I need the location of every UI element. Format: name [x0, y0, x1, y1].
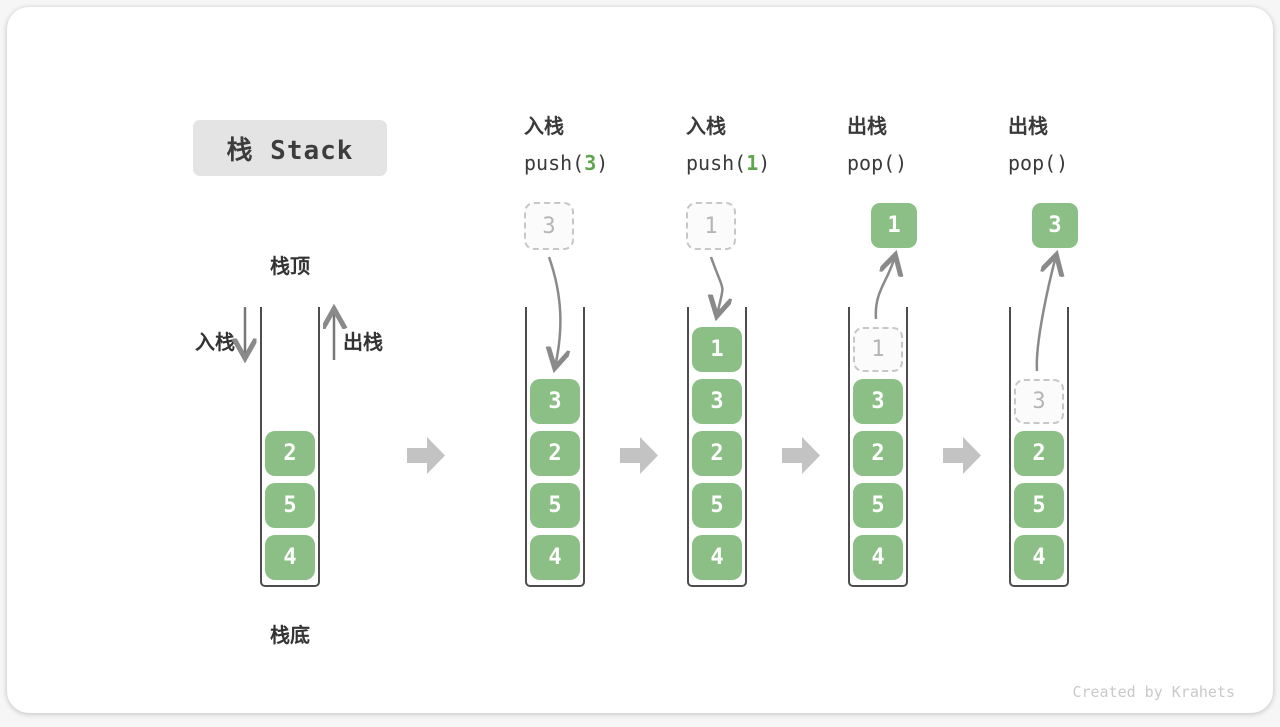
stack-item: 5 — [1014, 483, 1064, 528]
next-step-arrow-icon — [620, 437, 658, 474]
operation-code: push(1) — [686, 151, 771, 175]
stack-item: 3 — [530, 379, 580, 424]
operation-arg: 3 — [584, 151, 597, 175]
next-step-arrow-icon — [406, 437, 445, 474]
stack-item: 2 — [853, 431, 903, 476]
operation-label: 入栈 push(1) — [686, 109, 846, 181]
stack-item: 4 — [530, 535, 580, 580]
stack-item: 4 — [692, 535, 742, 580]
operation-label: 出栈 pop() — [1008, 109, 1168, 181]
stack-item: 5 — [265, 483, 315, 528]
next-step-arrow-icon — [781, 437, 820, 474]
stack-item: 2 — [692, 431, 742, 476]
stack-item: 2 — [530, 431, 580, 476]
operation-code: pop() — [847, 151, 908, 175]
stack-item: 5 — [853, 483, 903, 528]
watermark-credit: Created by Krahets — [1072, 683, 1235, 701]
stack-item-ghost: 3 — [1014, 379, 1064, 424]
operation-label-zh: 出栈 — [1008, 116, 1048, 138]
stack-item: 4 — [1014, 535, 1064, 580]
floating-popped-box: 3 — [1032, 203, 1078, 248]
stack-item: 4 — [265, 535, 315, 580]
next-step-arrow-icon — [942, 437, 981, 474]
stack-item: 5 — [692, 483, 742, 528]
stack-item: 2 — [1014, 431, 1064, 476]
stack-item-ghost: 1 — [853, 327, 903, 372]
stack-top-label: 栈顶 — [270, 256, 310, 278]
operation-label: 出栈 pop() — [847, 109, 1007, 181]
pop-direction-label: 出栈 — [343, 332, 383, 354]
operation-code: push(3) — [524, 151, 609, 175]
stack-item: 2 — [265, 431, 315, 476]
floating-popped-box: 1 — [871, 203, 917, 248]
operation-label-zh: 入栈 — [686, 116, 726, 138]
stack-item: 1 — [692, 327, 742, 372]
stack-bottom-label: 栈底 — [270, 625, 310, 647]
diagram-title: 栈 Stack — [193, 120, 387, 176]
push-direction-label: 入栈 — [195, 332, 235, 354]
floating-ghost-box: 1 — [686, 202, 736, 250]
diagram-title-text: 栈 Stack — [226, 135, 354, 166]
stack-item: 3 — [853, 379, 903, 424]
operation-label: 入栈 push(3) — [524, 109, 684, 181]
stack-item: 4 — [853, 535, 903, 580]
stack-item: 5 — [530, 483, 580, 528]
floating-ghost-box: 3 — [524, 202, 574, 250]
operation-arg: 1 — [746, 151, 759, 175]
operation-label-zh: 入栈 — [524, 116, 564, 138]
operation-code: pop() — [1008, 151, 1069, 175]
stack-item: 3 — [692, 379, 742, 424]
operation-label-zh: 出栈 — [847, 116, 887, 138]
